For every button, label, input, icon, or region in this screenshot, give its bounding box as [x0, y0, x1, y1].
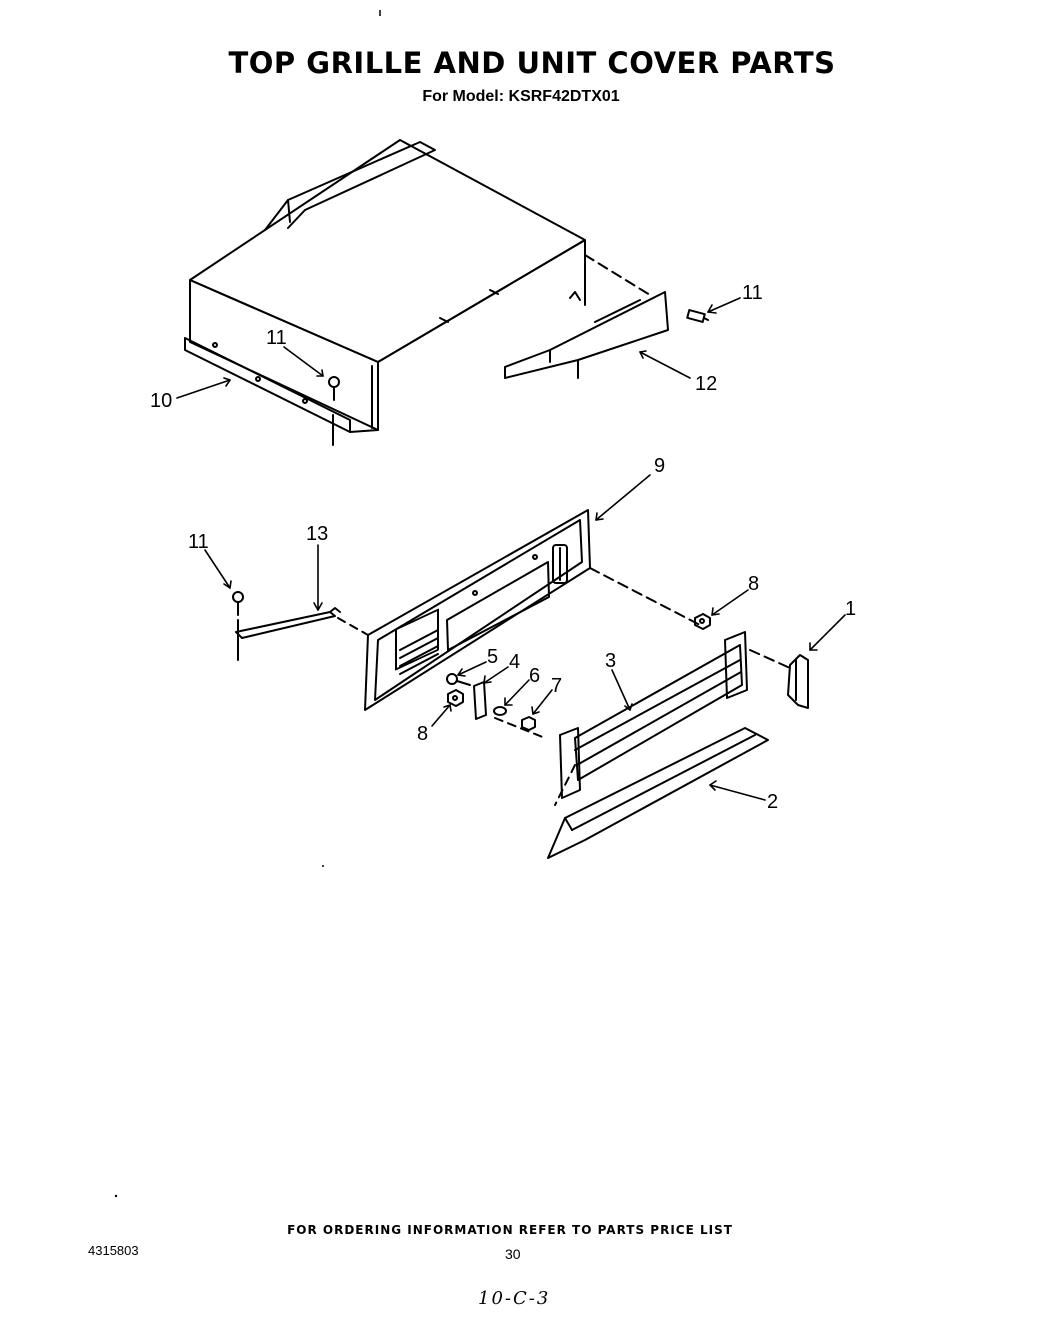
screw-part-5 [446, 673, 471, 686]
callout-11-cover: 11 [266, 327, 287, 349]
screw-part-11-right [686, 309, 709, 323]
callout-12: 12 [695, 373, 717, 395]
bracket-part-12 [504, 291, 669, 379]
leader-lines [176, 297, 846, 801]
callout-8-left: 8 [417, 723, 428, 745]
callout-8-right: 8 [748, 573, 759, 595]
callout-7: 7 [551, 675, 562, 697]
washer-part-6 [493, 706, 507, 716]
callout-11-top-right: 11 [742, 282, 763, 304]
callout-1: 1 [845, 598, 856, 620]
callout-2: 2 [767, 791, 778, 813]
clip-part-4 [473, 681, 487, 720]
unit-cover-part-10 [184, 139, 586, 446]
ordering-info-note: FOR ORDERING INFORMATION REFER TO PARTS … [287, 1223, 733, 1237]
callout-13: 13 [306, 523, 328, 545]
document-number: 4315803 [88, 1243, 139, 1258]
screw-part-11-cover [328, 376, 340, 401]
callout-4: 4 [509, 651, 520, 673]
page-number: 30 [505, 1246, 521, 1262]
strip-part-13 [235, 607, 341, 639]
nut-part-8-left [447, 689, 464, 707]
model-line: For Model: KSRF42DTX01 [422, 88, 620, 105]
handwritten-note: 10-C-3 [478, 1288, 551, 1309]
callout-9: 9 [654, 455, 665, 477]
callout-5: 5 [487, 646, 498, 668]
screw-part-11-grille [232, 591, 244, 661]
nut-part-7 [521, 716, 536, 731]
end-cap-part-1 [787, 654, 809, 709]
page-title: TOP GRILLE AND UNIT COVER PARTS [228, 46, 836, 80]
callout-6: 6 [529, 665, 540, 687]
trim-part-2 [547, 727, 769, 859]
nut-part-8-right [694, 613, 711, 630]
callout-10: 10 [150, 390, 172, 412]
rail-part-3 [559, 631, 748, 799]
callout-11-grille: 11 [188, 531, 209, 553]
callout-3: 3 [605, 650, 616, 672]
